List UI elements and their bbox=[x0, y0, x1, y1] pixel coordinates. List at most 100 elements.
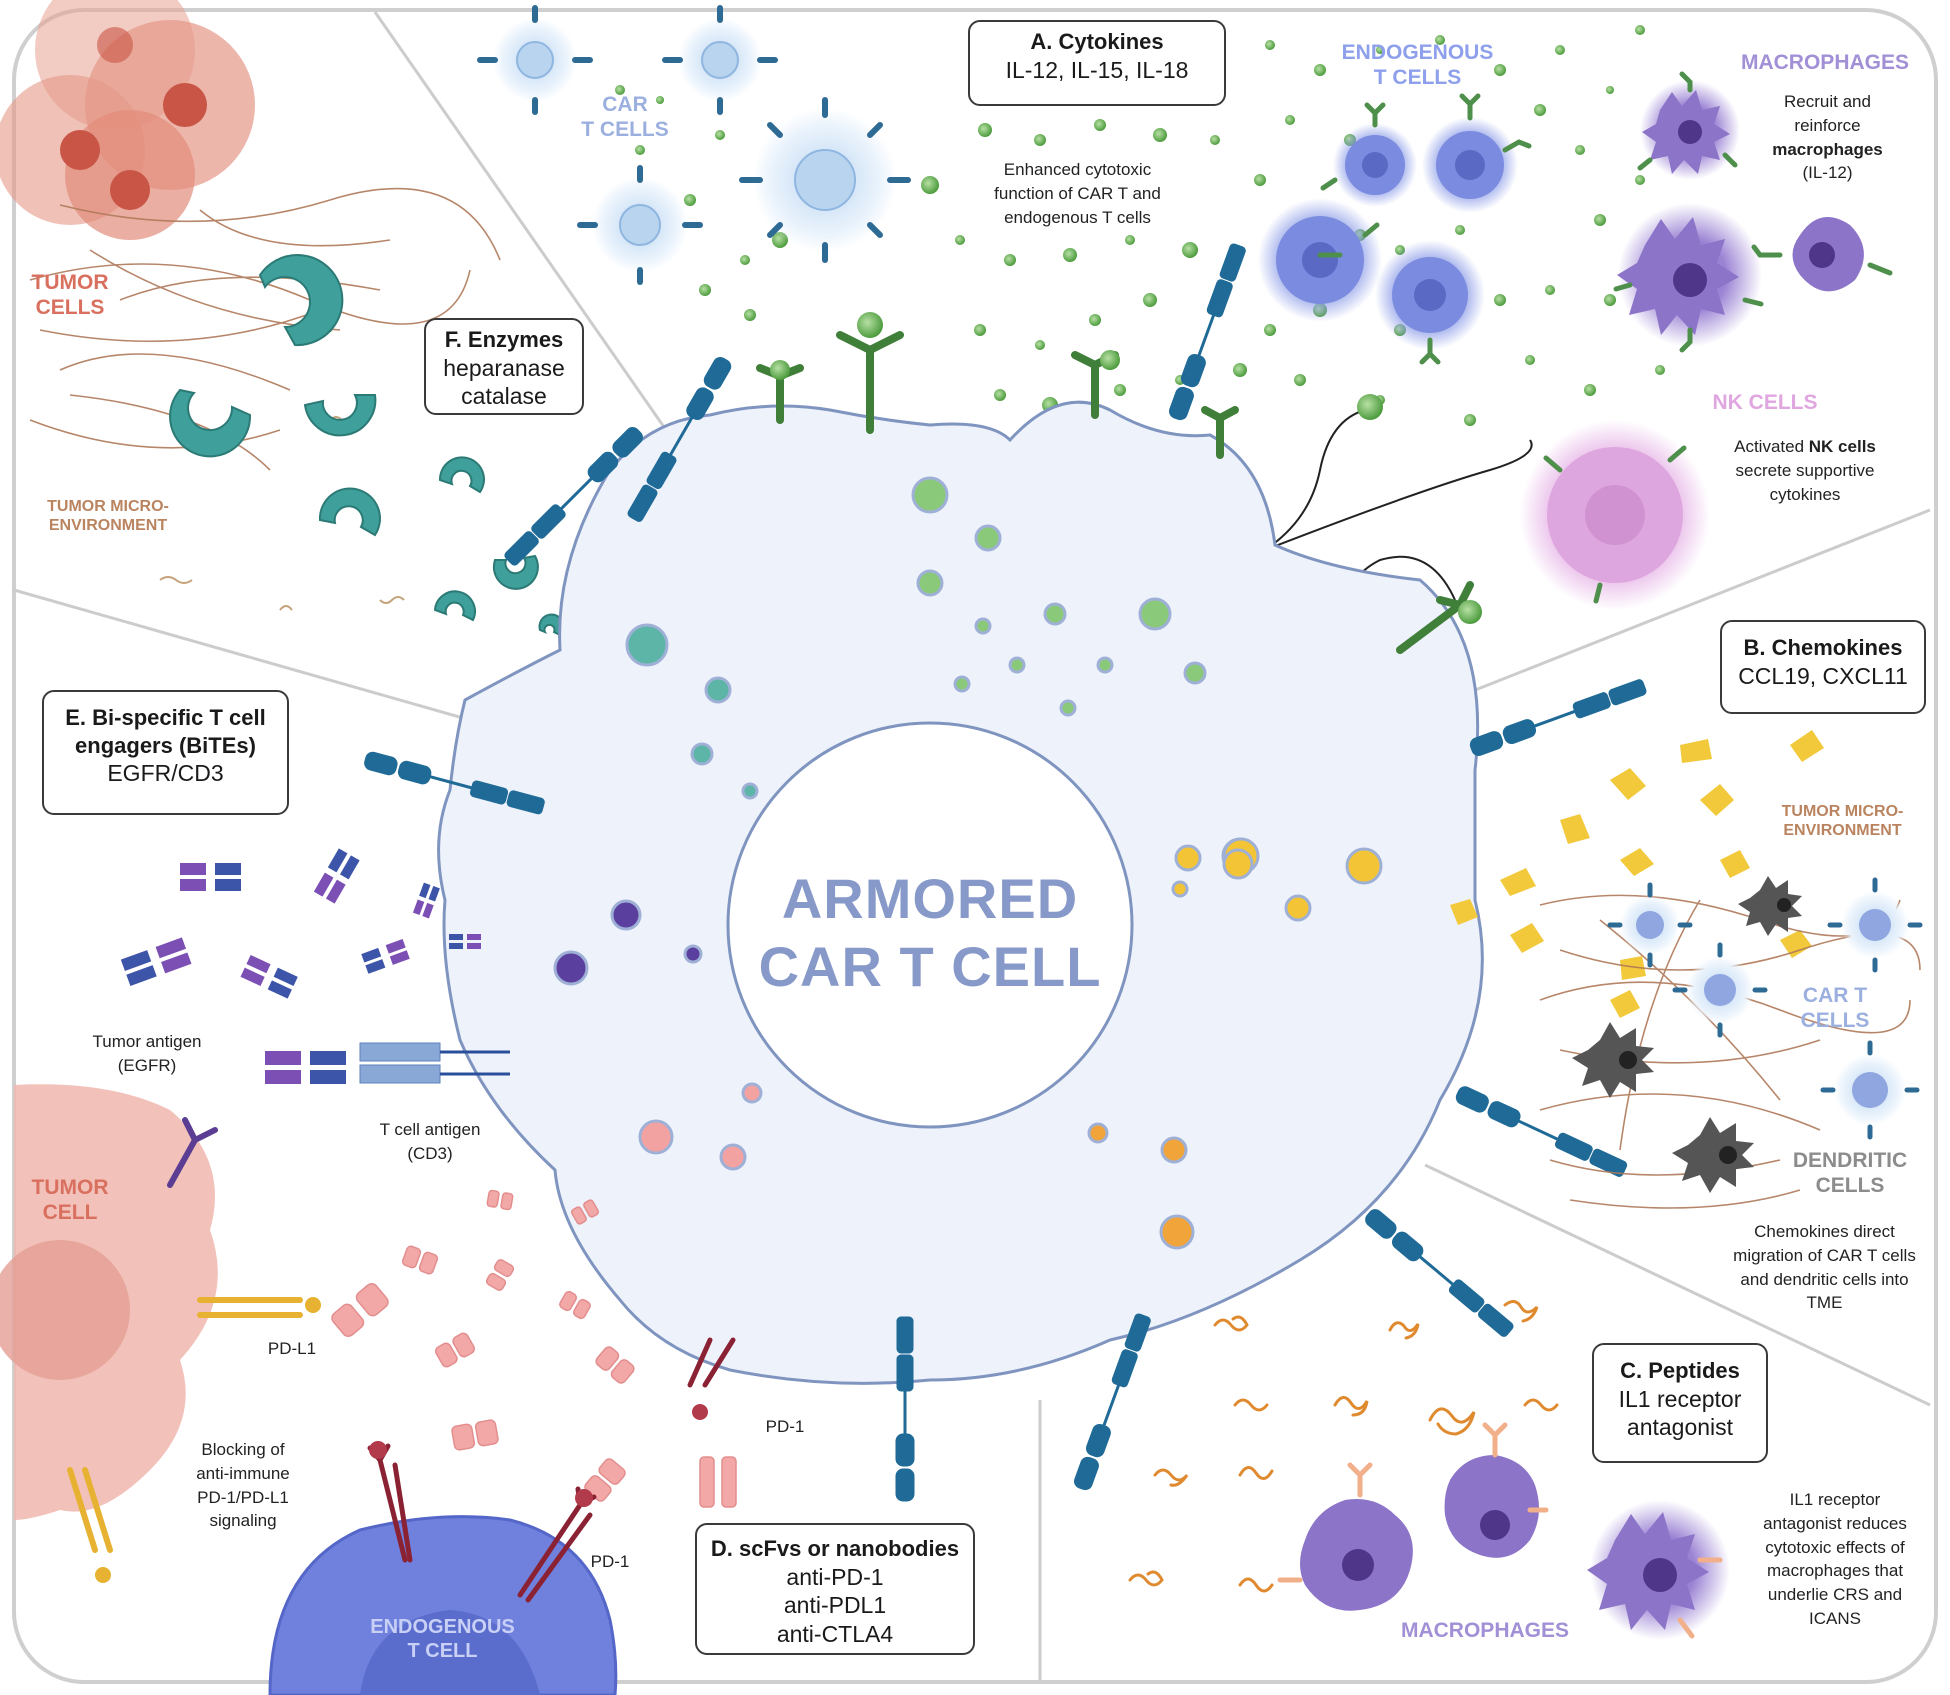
peptides-title: C. Peptides bbox=[1620, 1358, 1740, 1383]
tumor-antigen-line1: Tumor antigen bbox=[92, 1032, 202, 1051]
endogenous-bottom-line2: T CELL bbox=[407, 1640, 478, 1662]
macro-recruit-note: Recruit and reinforce macrophages (IL-12… bbox=[1760, 90, 1895, 185]
tme-squiggles-left bbox=[159, 326, 405, 611]
tumor-cell-line1: TUMOR bbox=[31, 1176, 109, 1199]
cytokines-title: A. Cytokines bbox=[1030, 29, 1164, 54]
nk-activated-line1: Activated NK cells bbox=[1720, 435, 1890, 459]
chemo-direct-line2: migration of CAR T cells bbox=[1733, 1245, 1916, 1265]
dendritic-cells-label: DENDRITIC CELLS bbox=[1775, 1148, 1925, 1198]
enzymes-title: F. Enzymes bbox=[444, 327, 564, 352]
tme-left-label: TUMOR MICRO- ENVIRONMENT bbox=[28, 497, 188, 535]
chemokines-title: B. Chemokines bbox=[1743, 635, 1903, 660]
tme-right-line1: TUMOR MICRO- bbox=[1781, 803, 1904, 820]
chemokines-box: B. Chemokines CCL19, CXCL11 bbox=[1720, 620, 1926, 714]
cytokines-list: IL-12, IL-15, IL-18 bbox=[1005, 56, 1189, 83]
nk-cells-label: NK CELLS bbox=[1712, 391, 1818, 414]
cytotoxic-line1: Enhanced cytotoxic bbox=[1003, 160, 1152, 179]
endogenous-bottom-line1: ENDOGENOUS bbox=[370, 1616, 515, 1638]
tme-right-label: TUMOR MICRO- ENVIRONMENT bbox=[1760, 802, 1925, 840]
t-cell-antigen-line1: T cell antigen bbox=[379, 1120, 481, 1139]
blocking-line2: anti-immune bbox=[196, 1463, 290, 1483]
dendritic-cells bbox=[1572, 876, 1802, 1193]
egfr-antigen bbox=[167, 1117, 218, 1188]
bites-molecules bbox=[120, 848, 481, 1084]
nucleus bbox=[726, 721, 1134, 1129]
il1-line3: cytotoxic effects of bbox=[1765, 1537, 1905, 1557]
nk-activated-bold: NK cells bbox=[1808, 437, 1876, 456]
bites-target: EGFR/CD3 bbox=[107, 760, 224, 786]
nk-activated-note: Activated NK cells secrete supportive cy… bbox=[1720, 435, 1890, 506]
car-t-cells-right-label: CAR T CELLS bbox=[1780, 983, 1890, 1033]
tme-right-line2: ENVIRONMENT bbox=[1783, 822, 1902, 840]
il1-line2: antagonist reduces bbox=[1763, 1513, 1907, 1533]
car-receptors bbox=[364, 243, 1647, 1502]
chemo-direct-line1: Chemokines direct bbox=[1754, 1222, 1895, 1241]
car-t-cells-top-label: CAR T CELLS bbox=[565, 92, 685, 142]
enzymes-line1: heparanase bbox=[443, 354, 565, 381]
cytotoxic-note: Enhanced cytotoxic function of CAR T and… bbox=[970, 158, 1185, 229]
tumor-cells-label: TUMOR CELLS bbox=[20, 270, 120, 320]
peptides-line2: antagonist bbox=[1626, 1414, 1734, 1441]
peptides-line1: IL1 receptor bbox=[1618, 1385, 1742, 1412]
peptides-box: C. Peptides IL1 receptor antagonist bbox=[1592, 1343, 1768, 1463]
cytotoxic-line3: endogenous T cells bbox=[1004, 207, 1151, 227]
bites-box: E. Bi-specific T cell engagers (BiTEs) E… bbox=[42, 690, 289, 815]
endogenous-t-cells-top bbox=[1258, 93, 1532, 365]
car-t-top-line2: T CELLS bbox=[581, 118, 669, 142]
chemokines-list: CCL19, CXCL11 bbox=[1738, 662, 1908, 689]
macro-recruit-line3: macrophages bbox=[1772, 139, 1883, 159]
blocking-note: Blocking of anti-immune PD-1/PD-L1 signa… bbox=[178, 1438, 308, 1533]
tme-fibers-left bbox=[29, 187, 501, 471]
bites-title-2: engagers (BiTEs) bbox=[75, 732, 256, 758]
endogenous-top-line2: T CELLS bbox=[1373, 66, 1462, 90]
peptides bbox=[1128, 1300, 1559, 1593]
enzymes-box: F. Enzymes heparanase catalase bbox=[424, 318, 584, 415]
cd3-receptor bbox=[359, 1042, 510, 1084]
chemo-direct-note: Chemokines direct migration of CAR T cel… bbox=[1722, 1220, 1927, 1315]
car-t-right-line1: CAR T bbox=[1802, 984, 1868, 1007]
macrophages-top-label: MACROPHAGES bbox=[1740, 51, 1909, 74]
cytokines-box: A. Cytokines IL-12, IL-15, IL-18 bbox=[968, 20, 1226, 106]
pd1-label-center: PD-1 bbox=[765, 1417, 805, 1436]
il1-line5: underlie CRS and bbox=[1767, 1585, 1903, 1605]
car-t-cells-top bbox=[477, 5, 911, 285]
pdl1-label: PD-L1 bbox=[267, 1339, 317, 1358]
tumor-cells-line1: TUMOR bbox=[31, 271, 109, 294]
tme-left-line1: TUMOR MICRO- bbox=[47, 498, 169, 515]
macro-recruit-line1: Recruit and bbox=[1784, 92, 1871, 111]
tme-left-line2: ENVIRONMENT bbox=[48, 517, 168, 535]
car-t-top-line1: CAR bbox=[602, 93, 648, 116]
pd1-label-bottom: PD-1 bbox=[590, 1552, 630, 1571]
il1-line6: ICANS bbox=[1809, 1608, 1861, 1628]
tumor-cells-cluster bbox=[0, 0, 255, 240]
scfvs-line3: anti-CTLA4 bbox=[776, 1621, 894, 1647]
il1-note: IL1 receptor antagonist reduces cytotoxi… bbox=[1745, 1488, 1925, 1631]
chemokines bbox=[1450, 730, 1824, 1018]
scfvs-box: D. scFvs or nanobodies anti-PD-1 anti-PD… bbox=[695, 1523, 975, 1655]
endogenous-t-cell-bottom-label: ENDOGENOUS T CELL bbox=[355, 1615, 530, 1663]
car-t-right-line2: CELLS bbox=[1800, 1009, 1870, 1033]
blocking-line4: signaling bbox=[209, 1511, 277, 1531]
nk-cell bbox=[1520, 420, 1710, 610]
tumor-antigen-label: Tumor antigen (EGFR) bbox=[82, 1030, 212, 1078]
endogenous-top-line1: ENDOGENOUS bbox=[1341, 41, 1494, 64]
center-title: ARMORED CAR T CELL bbox=[740, 865, 1120, 1002]
macrophages-top bbox=[1613, 71, 1893, 353]
car-t-cells-right bbox=[1607, 877, 1923, 1140]
tumor-cell-left bbox=[0, 1084, 218, 1520]
dendritic-line2: CELLS bbox=[1815, 1174, 1885, 1198]
pdl1-molecules bbox=[67, 1297, 303, 1553]
macro-recruit-line2: reinforce bbox=[1794, 115, 1861, 135]
blocking-line3: PD-1/PD-L1 bbox=[197, 1487, 289, 1507]
tumor-cells-line2: CELLS bbox=[35, 296, 105, 320]
t-cell-antigen-line2: (CD3) bbox=[407, 1143, 453, 1163]
endogenous-t-cell-bottom bbox=[268, 1515, 618, 1695]
nk-activated-prefix: Activated bbox=[1734, 437, 1809, 456]
blocking-line1: Blocking of bbox=[201, 1440, 285, 1459]
enzymes-shapes bbox=[169, 254, 565, 637]
bites-title-1: E. Bi-specific T cell bbox=[65, 705, 266, 730]
vesicles bbox=[553, 476, 1383, 1250]
t-cell-antigen-label: T cell antigen (CD3) bbox=[365, 1118, 495, 1166]
dendritic-line1: DENDRITIC bbox=[1792, 1149, 1908, 1172]
